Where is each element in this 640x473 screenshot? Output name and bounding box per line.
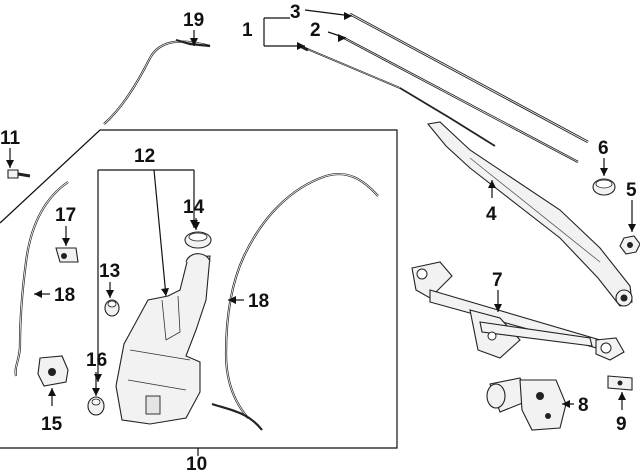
callout-9: 9 xyxy=(616,414,627,435)
callout-2: 2 xyxy=(310,20,321,41)
callout-18-left: 18 xyxy=(54,285,75,306)
callout-10: 10 xyxy=(186,454,207,473)
leader-arrows xyxy=(6,12,636,408)
callout-7: 7 xyxy=(492,270,503,291)
callout-4: 4 xyxy=(486,204,497,225)
callout-15: 15 xyxy=(41,414,63,435)
callout-11: 11 xyxy=(0,128,21,149)
reservoir-cap-14 xyxy=(184,231,212,249)
callout-5: 5 xyxy=(626,180,637,201)
washer-hose-18-left xyxy=(14,181,69,377)
callout-19: 19 xyxy=(183,10,204,31)
callout-6: 6 xyxy=(598,138,609,159)
connector-17 xyxy=(55,247,79,263)
wiper-linkage-7 xyxy=(411,261,625,361)
callout-1: 1 xyxy=(242,20,253,41)
washer-hose-19 xyxy=(103,38,211,125)
wiper-blade-3 xyxy=(349,12,589,144)
bracket-9 xyxy=(607,375,633,391)
reservoir-group-frame xyxy=(0,129,398,449)
callout-18-right: 18 xyxy=(248,291,269,312)
arm-cap-6 xyxy=(592,178,616,196)
wiper-blade-2 xyxy=(343,36,579,164)
grommet-16 xyxy=(87,396,105,416)
washer-reservoir-12 xyxy=(115,253,211,425)
grommet-13 xyxy=(104,299,120,317)
arm-nut-5 xyxy=(619,235,640,255)
wiper-arm-4 xyxy=(426,121,633,307)
callout-3: 3 xyxy=(290,2,301,23)
washer-hose-18-right xyxy=(211,172,379,431)
callout-14: 14 xyxy=(183,197,205,218)
callout-8: 8 xyxy=(578,395,589,416)
washer-pump-15 xyxy=(37,355,69,387)
bolt-11 xyxy=(7,169,31,179)
callout-13: 13 xyxy=(99,261,120,282)
callout-12: 12 xyxy=(134,146,155,167)
callout-16: 16 xyxy=(86,350,107,371)
wiper-motor-8 xyxy=(486,377,567,431)
callout-17: 17 xyxy=(55,205,76,226)
